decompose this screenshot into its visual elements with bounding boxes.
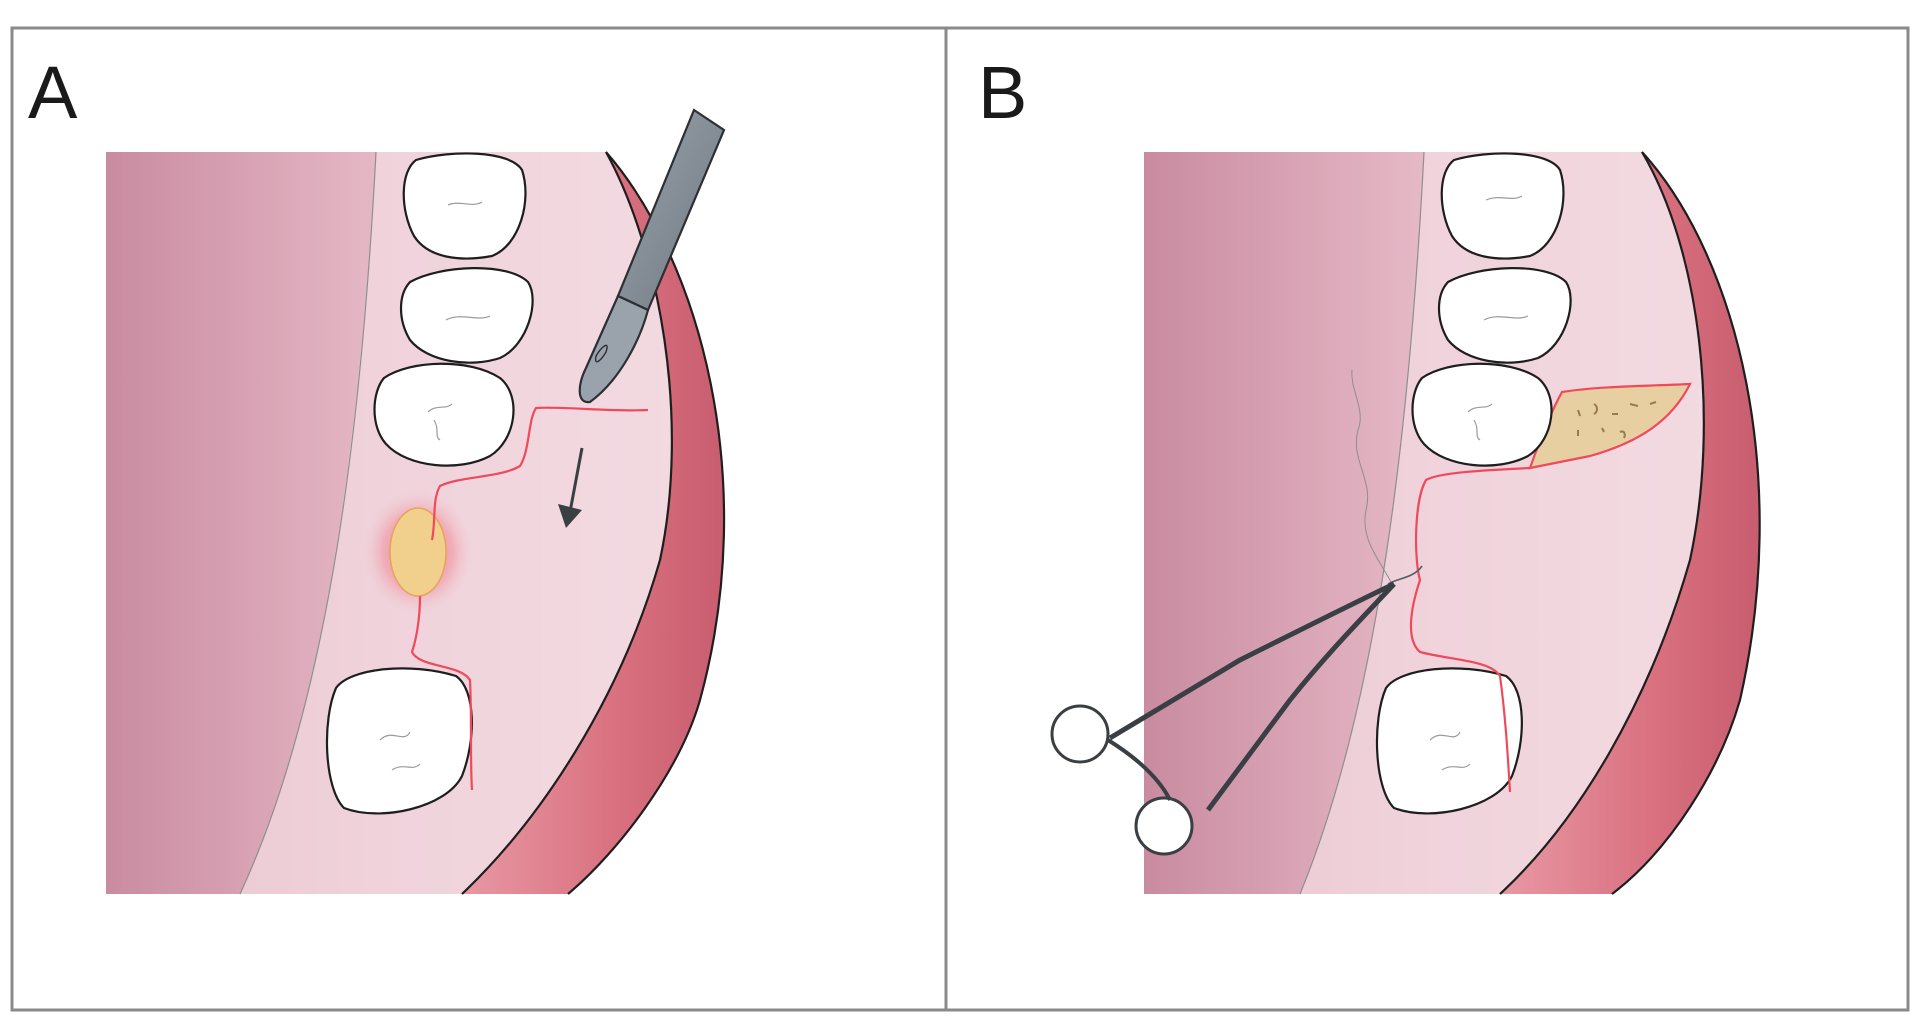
panel-a-cheek-band <box>462 152 725 894</box>
panel-b-cheek-band <box>1500 152 1760 894</box>
arrow-head <box>558 504 582 528</box>
panel-a-incision-line <box>410 406 649 791</box>
panel-a-tooth-4 <box>325 667 473 815</box>
panel-a-tooth-2 <box>400 267 534 364</box>
panel-b: B <box>978 51 1764 895</box>
scalpel-blade <box>578 294 650 404</box>
needle-holder-ring-upper <box>1050 704 1110 764</box>
arrow-shaft <box>568 447 584 513</box>
needle-holder-shank <box>1106 738 1172 801</box>
panel-b-flap-margin <box>1409 466 1531 793</box>
panel-b-suture-loop <box>1387 565 1423 585</box>
panel-b-tooth-2 <box>1438 267 1572 364</box>
scalpel-blade-slot <box>594 344 608 363</box>
panel-a-cheek-outer <box>568 152 726 894</box>
panel-b-cheek-outline-inner <box>1499 151 1705 895</box>
needle-holder-jaw-lower <box>1205 582 1396 812</box>
panel-b-vestibule-line <box>1299 151 1425 895</box>
panel-b-tooth-4-fissure <box>1429 731 1471 771</box>
needle-holder-jaw-upper <box>1108 581 1396 741</box>
arrow-down-icon <box>558 447 584 528</box>
needle-holder-icon <box>1050 581 1396 856</box>
panel-b-tooth-2-fissure <box>1483 315 1529 321</box>
panel-b-tooth-3-fissure <box>1467 403 1493 441</box>
panel-a-vestibule-line <box>239 151 377 895</box>
panel-b-tooth-1 <box>1440 152 1565 260</box>
panel-b-bone-texture <box>1577 401 1657 439</box>
scalpel-icon <box>578 108 726 404</box>
panel-a-tooth-2-fissure <box>445 315 491 321</box>
panel-b-tooth-4 <box>1375 667 1523 815</box>
panel-a-tooth-3 <box>373 362 515 467</box>
panel-b-tooth-3 <box>1411 362 1553 467</box>
panel-b-tooth-1-fissure <box>1485 195 1523 201</box>
panel-b-cheek-outline-outer <box>1611 151 1761 895</box>
panel-a: A <box>28 51 726 895</box>
panel-a-tooth-1-fissure <box>447 201 483 206</box>
panel-b-suture-thread <box>1351 369 1393 585</box>
panel-a-abscess <box>389 507 447 597</box>
panel-a-tooth-1 <box>402 152 527 260</box>
panel-a-label: A <box>28 51 78 134</box>
panel-a-tooth-3-fissure <box>427 403 453 441</box>
panel-b-label: B <box>978 51 1027 134</box>
panel-b-cheek-outer <box>1612 152 1764 894</box>
needle-holder-ring-lower <box>1134 796 1194 856</box>
panel-a-tooth-4-fissure <box>379 731 421 771</box>
